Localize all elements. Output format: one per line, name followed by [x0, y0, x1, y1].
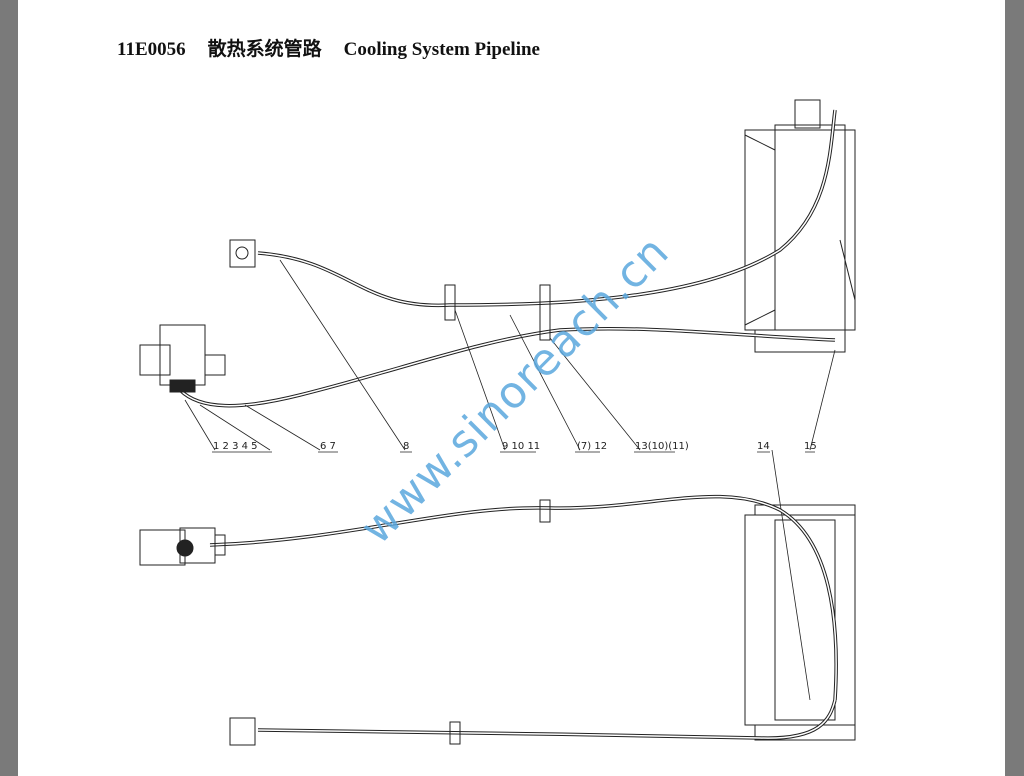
radiator-bottom: [744, 504, 856, 741]
callout-9-11: 9 10 11: [502, 441, 540, 452]
callout-8: 8: [403, 441, 409, 452]
pipe-bottom: [209, 494, 838, 740]
fitting-block: [229, 239, 256, 268]
callout-1-5: 1 2 3 4 5: [213, 441, 258, 452]
leader-lines: [184, 259, 836, 701]
callout-7-12: (7) 12: [577, 441, 607, 452]
callout-15: 15: [804, 441, 817, 452]
callout-6-7: 6 7: [320, 441, 336, 452]
radiator-top: [744, 99, 856, 353]
part-code: 11E0056: [117, 39, 186, 60]
valve-block-top: [139, 324, 226, 393]
title-english: Cooling System Pipeline: [343, 39, 540, 60]
pipe-upper: [257, 109, 837, 308]
valve-block-bottom: [139, 527, 226, 566]
title-chinese: 散热系统管路: [207, 39, 322, 60]
callout-14: 14: [757, 441, 770, 452]
clamp: [539, 284, 551, 341]
callout-13: 13(10)(11): [635, 441, 689, 452]
page-title: 11E0056 散热系统管路 Cooling System Pipeline: [117, 34, 540, 61]
clamp: [444, 284, 456, 321]
